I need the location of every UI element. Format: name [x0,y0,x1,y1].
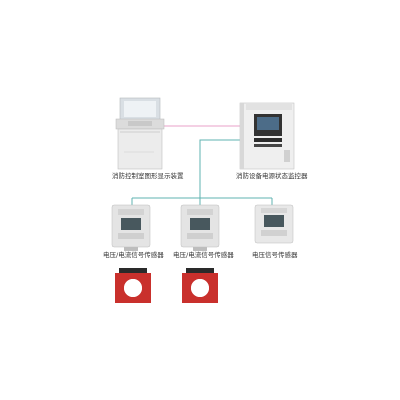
label-graphic-display: 消防控制室图形显示装置 [112,172,184,180]
power-monitor-device [239,102,295,170]
sensor-module-b [180,204,220,251]
connection-lines [131,125,273,206]
label-power-monitor: 消防设备电源状态监控器 [236,172,308,180]
sensor-module-c [254,204,294,244]
graphic-display-device [115,97,165,170]
current-transformer-a [115,268,151,303]
label-sensor-b: 电压/电流信号传感器 [173,251,234,259]
label-sensor-a: 电压/电流信号传感器 [103,251,164,259]
sensor-module-a [111,204,151,251]
current-transformer-b [182,268,218,303]
link-monitor-to-sensors [199,139,241,198]
label-sensor-c: 电压信号传感器 [252,251,298,259]
